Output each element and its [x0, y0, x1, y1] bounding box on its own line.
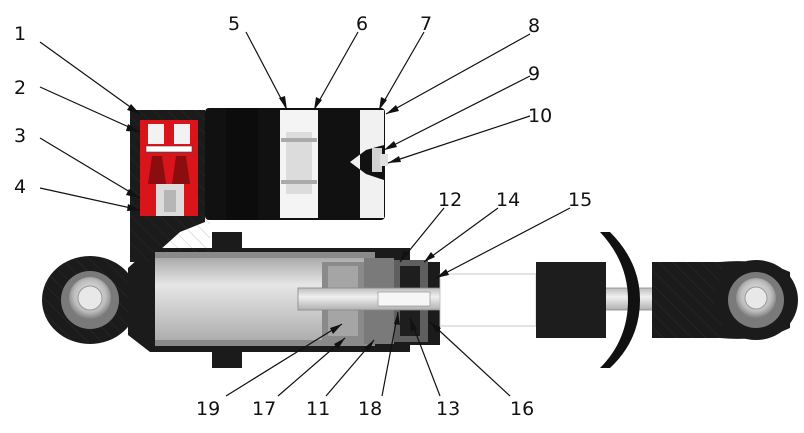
callout-5-label: 5	[228, 13, 240, 35]
left-eyelet	[42, 256, 138, 344]
right-eyelet	[652, 260, 798, 340]
callout-15-label: 15	[568, 189, 592, 211]
callout-7: 7	[378, 13, 432, 111]
schrader-valve	[372, 148, 382, 172]
callout-7-label: 7	[420, 13, 432, 35]
callout-4-label: 4	[14, 176, 26, 198]
callout-9: 9	[383, 63, 540, 151]
callout-8: 8	[385, 15, 540, 115]
callout-13: 13	[409, 317, 460, 420]
callout-5: 5	[228, 13, 288, 111]
callout-3: 3	[14, 125, 141, 199]
callout-16-label: 16	[510, 398, 534, 420]
callout-17-label: 17	[252, 398, 276, 420]
callout-12-label: 12	[438, 189, 462, 211]
callout-2: 2	[14, 77, 141, 133]
callout-13-label: 13	[436, 398, 460, 420]
callout-15: 15	[435, 189, 592, 279]
callout-4: 4	[14, 176, 141, 211]
callout-11: 11	[306, 339, 375, 420]
callout-17: 17	[252, 337, 346, 420]
callout-14: 14	[423, 189, 520, 263]
callout-12: 12	[399, 189, 462, 263]
bump-stop	[536, 262, 606, 338]
callout-9-label: 9	[528, 63, 540, 85]
callout-6: 6	[313, 13, 368, 111]
body-fins	[212, 232, 242, 368]
callout-6-label: 6	[356, 13, 368, 35]
callout-10: 10	[387, 105, 552, 164]
callout-1: 1	[14, 23, 141, 115]
callout-18: 18	[358, 311, 400, 420]
callout-3-label: 3	[14, 125, 26, 147]
seal-head	[439, 232, 640, 368]
reservoir-end-cap	[350, 110, 384, 218]
callout-16: 16	[429, 321, 534, 420]
callout-18-label: 18	[358, 398, 382, 420]
callout-11-label: 11	[306, 398, 330, 420]
callout-14-label: 14	[496, 189, 520, 211]
callout-2-label: 2	[14, 77, 26, 99]
reservoir	[205, 108, 388, 220]
callout-8-label: 8	[528, 15, 540, 37]
callout-10-label: 10	[528, 105, 552, 127]
callout-19: 19	[196, 323, 343, 420]
spring-perch	[600, 232, 640, 368]
callout-19-label: 19	[196, 398, 220, 420]
callouts: 1 2 3 4 5 6 7	[14, 13, 592, 420]
callout-1-label: 1	[14, 23, 26, 45]
compression-valve	[140, 120, 198, 216]
